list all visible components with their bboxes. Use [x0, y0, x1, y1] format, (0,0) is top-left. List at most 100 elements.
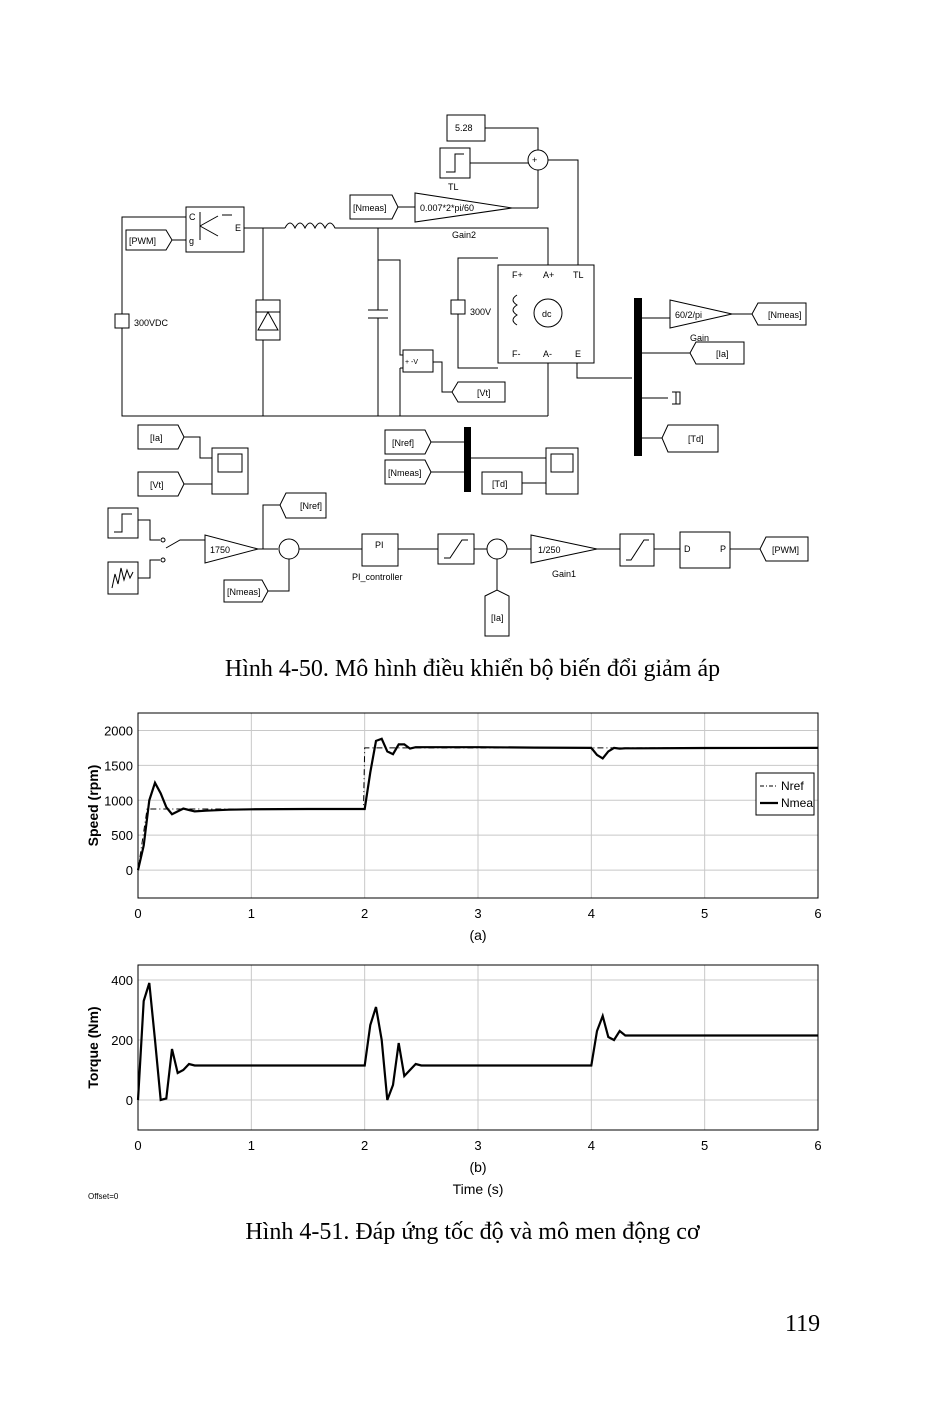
svg-text:300VDC: 300VDC	[134, 318, 169, 328]
svg-text:Gain1: Gain1	[552, 569, 576, 579]
svg-text:C: C	[189, 212, 196, 222]
svg-text:Gain2: Gain2	[452, 230, 476, 240]
demux-bar	[634, 298, 642, 456]
plot-frame	[137, 712, 819, 899]
x-tick-label: 1	[248, 906, 255, 921]
svg-text:1750: 1750	[210, 545, 230, 555]
sum-current-error[interactable]	[486, 538, 508, 560]
nmeas-feedback-tag[interactable]	[223, 579, 269, 603]
svg-text:[Ia]: [Ia]	[150, 433, 163, 443]
svg-text:+: +	[532, 155, 537, 165]
chart-subtitle: (a)	[469, 927, 486, 943]
svg-text:[Nmeas]: [Nmeas]	[768, 310, 802, 320]
igbt-block[interactable]	[185, 206, 245, 253]
vt-goto-tag[interactable]	[451, 381, 506, 403]
y-tick-label: 1500	[104, 758, 133, 773]
x-tick-label: 0	[134, 906, 141, 921]
svg-text:PI_controller: PI_controller	[352, 572, 403, 582]
constant-value: 5.28	[455, 123, 473, 133]
x-tick-label: 4	[588, 1138, 595, 1153]
nref-from-tag[interactable]	[384, 429, 432, 455]
diode-block[interactable]	[255, 299, 281, 341]
svg-text:[PWM]: [PWM]	[129, 236, 156, 246]
legend-label: Nmea	[781, 796, 813, 810]
y-axis-label: Speed (rpm)	[85, 765, 101, 847]
figure-caption-4-51: Hình 4-51. Đáp ứng tốc độ và mô men động…	[245, 1219, 700, 1245]
x-tick-label: 4	[588, 906, 595, 921]
svg-text:D: D	[684, 544, 691, 554]
chart-subtitle: (b)	[469, 1159, 486, 1175]
td-out-tag[interactable]	[661, 424, 719, 453]
svg-text:1/250: 1/250	[538, 545, 561, 555]
x-tick-label: 0	[134, 1138, 141, 1153]
td-from-tag[interactable]	[481, 471, 523, 495]
svg-text:g: g	[189, 236, 194, 246]
constant-block[interactable]	[446, 114, 486, 142]
svg-text:A+: A+	[543, 270, 554, 280]
svg-text:[Nmeas]: [Nmeas]	[353, 203, 387, 213]
gain1-block[interactable]	[530, 534, 598, 564]
y-tick-label: 2000	[104, 723, 133, 738]
field-source-300v[interactable]	[450, 299, 466, 315]
vt-from-tag[interactable]	[137, 471, 185, 497]
nmeas-goto-tag[interactable]	[349, 194, 399, 220]
svg-text:[Td]: [Td]	[688, 434, 704, 444]
y-tick-label: 0	[126, 1093, 133, 1108]
svg-text:[Vt]: [Vt]	[477, 388, 491, 398]
sum-block-top[interactable]	[527, 149, 549, 171]
ia-feedback-tag[interactable]	[484, 589, 510, 637]
inductor	[284, 222, 549, 265]
x-tick-label: 6	[814, 906, 821, 921]
svg-text:PI: PI	[375, 540, 384, 550]
pwm-goto-tag[interactable]	[759, 536, 809, 562]
svg-text:[Nref]: [Nref]	[392, 438, 414, 448]
figure-caption-4-50: Hình 4-50. Mô hình điều khiển bộ biến đổ…	[224, 656, 721, 682]
svg-text:[Ia]: [Ia]	[716, 349, 729, 359]
sum-speed-error[interactable]	[278, 538, 300, 560]
svg-text:F-: F-	[512, 349, 521, 359]
dc-source-300vdc[interactable]	[114, 313, 130, 329]
ref-gain-block[interactable]	[204, 534, 260, 564]
pi-controller-block[interactable]	[361, 533, 399, 567]
x-tick-label: 3	[474, 1138, 481, 1153]
svg-text:[Nmeas]: [Nmeas]	[227, 587, 261, 597]
gain-speed-block[interactable]	[669, 299, 733, 329]
x-tick-label: 1	[248, 1138, 255, 1153]
x-tick-label: 2	[361, 906, 368, 921]
series-line-torque	[136, 982, 818, 1102]
gain2-block[interactable]	[414, 192, 513, 223]
ia-out-tag[interactable]	[689, 341, 745, 365]
voltage-measurement-block[interactable]	[402, 349, 434, 373]
ia-from-tag[interactable]	[137, 424, 185, 450]
svg-text:E: E	[575, 349, 581, 359]
svg-text:dc: dc	[542, 309, 552, 319]
svg-text:[Td]: [Td]	[492, 479, 508, 489]
x-tick-label: 6	[814, 1138, 821, 1153]
y-tick-label: 400	[111, 973, 133, 988]
nmeas-from-tag[interactable]	[384, 459, 432, 485]
svg-text:+ -V: + -V	[405, 359, 418, 366]
nref-goto-tag[interactable]	[279, 492, 327, 519]
svg-text:P: P	[720, 544, 726, 554]
svg-text:Gain: Gain	[690, 333, 709, 343]
page-number: 119	[785, 1311, 821, 1337]
plot-frame	[137, 964, 819, 1131]
x-tick-label: 5	[701, 1138, 708, 1153]
nmeas-out-tag[interactable]	[751, 302, 807, 326]
offset-note: Offset=0	[88, 1192, 119, 1201]
pwm-from-tag[interactable]	[125, 229, 173, 251]
pwm-generator-block[interactable]	[679, 531, 731, 569]
x-tick-label: 3	[474, 906, 481, 921]
svg-text:F+: F+	[512, 270, 523, 280]
svg-text:0.007*2*pi/60: 0.007*2*pi/60	[420, 203, 474, 213]
svg-text:[Nmeas]: [Nmeas]	[388, 468, 422, 478]
svg-text:TL: TL	[573, 270, 584, 280]
svg-text:[Vt]: [Vt]	[150, 480, 164, 490]
step-ref-block[interactable]	[107, 507, 139, 539]
svg-text:A-: A-	[543, 349, 552, 359]
x-tick-label: 5	[701, 906, 708, 921]
scope-ia-vt[interactable]	[211, 447, 249, 495]
svg-text:[Ia]: [Ia]	[491, 613, 504, 623]
